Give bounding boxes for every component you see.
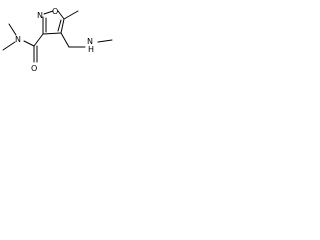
bond-c3-c4 — [42, 32, 62, 35]
ring-oxygen-label: O — [52, 7, 58, 16]
amine-nitrogen-label: N — [87, 37, 93, 46]
amide-nitrogen-label: N — [15, 35, 21, 44]
bond-c5-o1 — [57, 10, 65, 20]
ring-nitrogen-label: N — [37, 11, 43, 20]
bond-c3-carbonyl — [33, 33, 44, 47]
bond-c4-c5-inner — [57, 19, 62, 32]
molecule-canvas: O N N O N H — [0, 0, 122, 74]
bond-o1-n2 — [43, 10, 54, 15]
bond-carbonyl-n — [23, 40, 35, 47]
bond-c4-c5 — [60, 18, 65, 34]
amide-oxygen-label: O — [31, 64, 37, 73]
amine-hydrogen-label: H — [88, 45, 94, 54]
bond-nh-methyl — [97, 39, 113, 43]
bond-c4-ch2 — [60, 32, 70, 48]
bond-n-methyl-up — [8, 23, 17, 36]
bond-n-methyl-left — [2, 41, 16, 51]
bond-c5-methyl — [63, 10, 79, 20]
molecule-structure: O N N O N H — [2, 7, 113, 73]
